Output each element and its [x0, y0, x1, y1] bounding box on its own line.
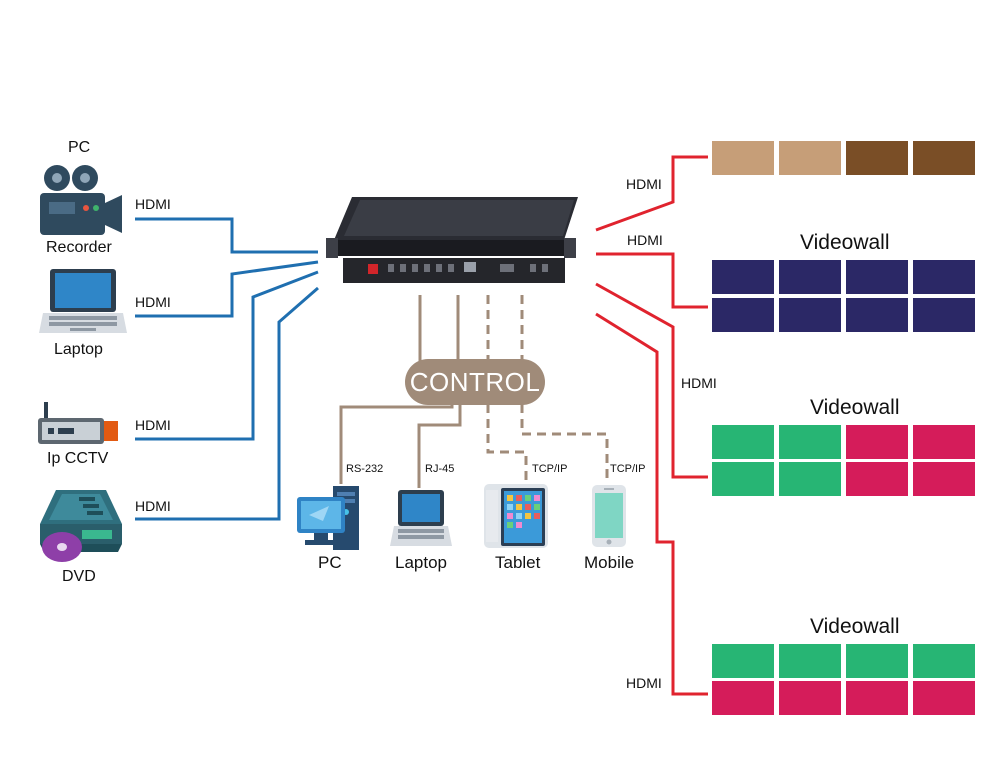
output-link-label: HDMI: [626, 675, 662, 691]
control-laptop-icon: [390, 490, 452, 546]
input-link-label: HDMI: [135, 498, 171, 514]
control-connectors: [339, 295, 609, 488]
videowall-3: [712, 425, 975, 496]
ctrl-rj45: [417, 404, 462, 488]
control-badge: CONTROL: [405, 359, 545, 405]
control-device-label: PC: [318, 553, 342, 572]
pc-icon: [297, 486, 359, 550]
ipcctv-icon: [38, 402, 118, 444]
ctrl-tablet: [486, 404, 528, 484]
link-dvd: [135, 286, 319, 521]
input-link-label: HDMI: [135, 196, 171, 212]
source-dvd-label: DVD: [62, 568, 96, 585]
source-recorder-label: Recorder: [46, 239, 112, 256]
link-laptop: [135, 260, 319, 318]
videowall-label: Videowall: [810, 615, 900, 638]
control-device-label: Mobile: [584, 553, 635, 572]
matrix-switcher: [326, 197, 578, 283]
port-label: RS-232: [346, 463, 384, 475]
source-ipcctv-label: Ip CCTV: [47, 450, 109, 467]
link-wall-2: [596, 252, 708, 309]
input-link-label: HDMI: [135, 417, 171, 433]
port-label: RJ-45: [425, 463, 455, 475]
control-device-label: Laptop: [395, 553, 447, 572]
output-link-label: HDMI: [681, 375, 717, 391]
tablet-icon: [484, 484, 548, 548]
output-connectors: [595, 155, 708, 696]
port-label: TCP/IP: [532, 463, 568, 475]
input-connectors: [135, 217, 319, 521]
videowall-4: [712, 644, 975, 715]
output-link-label: HDMI: [626, 176, 662, 192]
laptop-icon: [39, 269, 127, 333]
link-ipcctv: [135, 270, 319, 441]
input-link-label: HDMI: [135, 294, 171, 310]
link-wall-3: [595, 282, 708, 479]
port-label: TCP/IP: [610, 463, 646, 475]
ctrl-rs232: [339, 404, 454, 484]
recorder-icon: [40, 165, 122, 235]
videowall-label: Videowall: [810, 396, 900, 419]
source-pc-label: PC: [68, 139, 91, 156]
videowall-1: [712, 141, 975, 175]
link-recorder: [135, 217, 318, 254]
link-wall-4: [595, 312, 708, 696]
control-device-label: Tablet: [495, 553, 541, 572]
output-link-label: HDMI: [627, 232, 663, 248]
ctrl-mobile: [520, 404, 609, 484]
link-wall-1: [595, 155, 708, 232]
source-laptop-label: Laptop: [54, 341, 103, 358]
videowall-label: Videowall: [800, 231, 890, 254]
videowall-2: [712, 260, 975, 332]
dvd-icon: [40, 490, 122, 562]
mobile-icon: [592, 485, 626, 547]
